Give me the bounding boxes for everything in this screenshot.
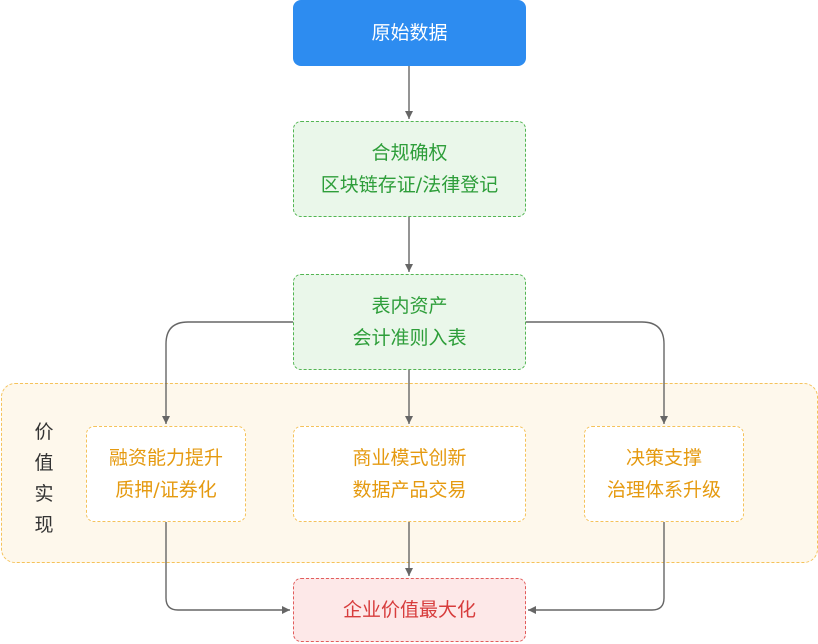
decision-title: 决策支撑 [625, 447, 702, 469]
value-label-char-3: 实 [34, 483, 54, 505]
decision-subtitle: 治理体系升级 [606, 479, 721, 501]
value-realization-label: 价 值 实 现 [32, 417, 56, 541]
value-label-char-4: 现 [34, 514, 54, 536]
decision-node: 决策支撑 治理体系升级 [584, 426, 744, 522]
compliance-title: 合规确权 [371, 142, 448, 164]
arrow-onbalance-to-financing [162, 321, 293, 424]
arrow-decision-to-result [528, 522, 665, 614]
source-data-node: 原始数据 [293, 0, 526, 66]
arrow-onbalance-to-decision [526, 321, 668, 424]
enterprise-value-label: 企业价值最大化 [342, 599, 476, 621]
value-label-char-1: 价 [34, 421, 54, 443]
financing-subtitle: 质押/证券化 [115, 479, 217, 501]
value-label-char-2: 值 [34, 452, 54, 474]
business-node: 商业模式创新 数据产品交易 [293, 426, 526, 522]
compliance-node: 合规确权 区块链存证/法律登记 [293, 121, 526, 217]
compliance-subtitle: 区块链存证/法律登记 [320, 174, 499, 196]
onbalance-title: 表内资产 [371, 295, 448, 317]
business-title: 商业模式创新 [352, 447, 467, 469]
business-subtitle: 数据产品交易 [352, 479, 467, 501]
onbalance-node: 表内资产 会计准则入表 [293, 274, 526, 370]
arrow-financing-to-result [165, 522, 290, 614]
onbalance-subtitle: 会计准则入表 [352, 327, 467, 349]
source-data-label: 原始数据 [371, 22, 448, 44]
enterprise-value-node: 企业价值最大化 [293, 578, 526, 642]
financing-node: 融资能力提升 质押/证券化 [86, 426, 246, 522]
financing-title: 融资能力提升 [108, 447, 223, 469]
